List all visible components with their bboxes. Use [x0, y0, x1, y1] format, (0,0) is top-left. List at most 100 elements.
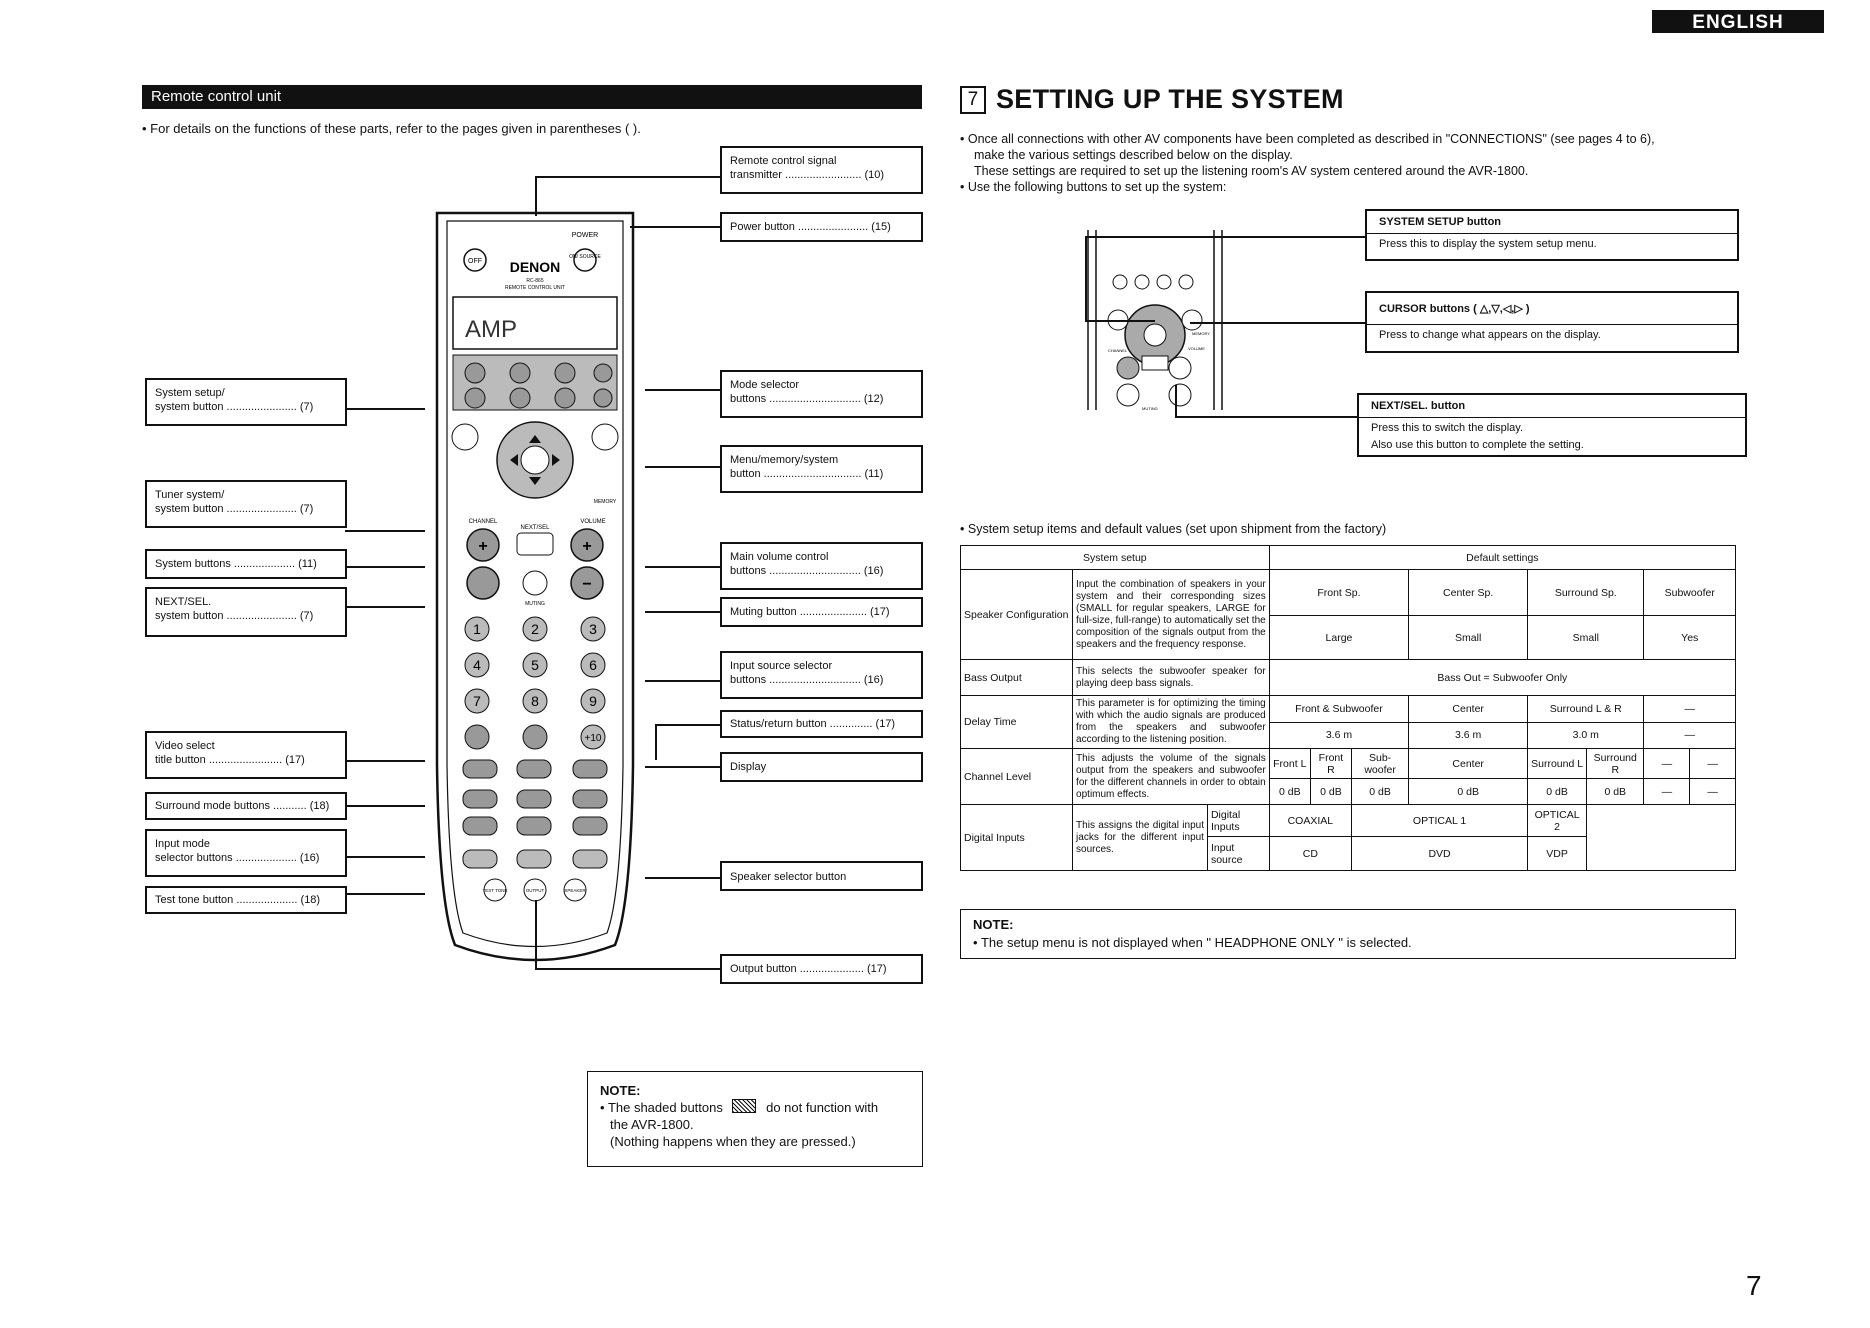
setup-note-line: • The setup menu is not displayed when "… — [973, 935, 1412, 950]
next-sel-button-title: NEXT/SEL. button — [1359, 395, 1745, 418]
mini-channel-label: CHANNEL — [1108, 348, 1128, 353]
ch-v-center: 0 dB — [1408, 778, 1529, 805]
label-mode-selector: Mode selector buttons ..................… — [720, 370, 923, 418]
label-surround-mode-page: (18) — [309, 800, 330, 812]
speaker-config-desc: Input the combination of speakers in you… — [1072, 569, 1270, 660]
label-tuner-system-page: (7) — [299, 503, 314, 515]
next-sel-button-box: NEXT/SEL. button Press this to switch th… — [1357, 393, 1747, 457]
remote-display — [452, 296, 618, 350]
ch-v-front-l: 0 dB — [1268, 778, 1311, 805]
remote-note-line3: (Nothing happens when they are pressed.) — [610, 1134, 856, 1149]
label-input-source-page: (16) — [863, 674, 884, 686]
key-2: 2 — [531, 621, 539, 637]
label-menu-memory-l2: button ................................ … — [730, 468, 884, 480]
label-system-setup-l2: system button ....................... (7… — [155, 401, 314, 413]
ch-v-dash2: — — [1689, 778, 1736, 805]
cursor-buttons-title: CURSOR buttons ( △,▽,◁,▷ ) — [1367, 293, 1737, 325]
label-status-return-page: (17) — [875, 718, 896, 730]
ch-h-center: Center — [1408, 748, 1529, 779]
label-tuner-system-l1: Tuner system/ — [155, 489, 225, 501]
remote-display-text: AMP — [465, 316, 517, 343]
label-main-volume-l2-text: buttons — [730, 565, 767, 577]
row-bass-output: Bass Output — [959, 659, 1074, 696]
system-setup-button-title: SYSTEM SETUP button — [1367, 211, 1737, 234]
key-9: 9 — [589, 693, 597, 709]
cursor-buttons-box: CURSOR buttons ( △,▽,◁,▷ ) Press to chan… — [1365, 291, 1739, 353]
digital-empty — [1586, 804, 1736, 871]
ch-v-surround-l: 0 dB — [1527, 778, 1588, 805]
label-input-source-l1: Input source selector — [730, 660, 833, 672]
label-menu-memory-page: (11) — [864, 468, 884, 480]
volume-plus: + — [582, 538, 591, 555]
remote-unit-label: REMOTE CONTROL UNIT — [505, 285, 565, 291]
label-system-setup-l1: System setup/ — [155, 387, 225, 399]
label-speaker-selector: Speaker selector button — [720, 861, 923, 891]
remote-section-header: Remote control unit — [142, 85, 922, 109]
row-digital-inputs: Digital Inputs — [959, 804, 1074, 871]
label-main-volume-page: (16) — [863, 565, 884, 577]
setup-title-text: SETTING UP THE SYSTEM — [996, 84, 1344, 114]
power-label: POWER — [572, 232, 598, 239]
label-surround-mode-text: Surround mode buttons — [155, 800, 270, 812]
speaker-h-center: Center Sp. — [1408, 569, 1529, 616]
label-menu-memory-l2-text: button — [730, 468, 761, 480]
setup-bullet1-l1: • Once all connections with other AV com… — [960, 132, 1655, 146]
speaker-v-surround: Small — [1527, 615, 1645, 660]
label-next-sel-l2-text: system button — [155, 610, 224, 622]
key-8: 8 — [531, 693, 539, 709]
remote-model: RC-865 — [526, 278, 543, 284]
remote-intro: • For details on the functions of these … — [142, 121, 641, 136]
digital-input-optical1: OPTICAL 1 — [1351, 804, 1529, 837]
label-tuner-system-l2: system button ....................... (7… — [155, 503, 314, 515]
key-6: 6 — [589, 657, 597, 673]
mini-muting-label: MUTING — [1142, 406, 1158, 411]
section-number: 7 — [960, 86, 986, 114]
label-mode-selector-l2-text: buttons — [730, 393, 767, 405]
next-sel-button-desc2: Also use this button to complete the set… — [1371, 439, 1584, 451]
label-output-button-text: Output button — [730, 963, 797, 975]
system-setup-button-box: SYSTEM SETUP button Press this to displa… — [1365, 209, 1739, 261]
row-channel-level: Channel Level — [959, 748, 1074, 805]
ch-h-dash2: — — [1689, 748, 1736, 779]
label-status-return-text: Status/return button — [730, 718, 827, 730]
label-power-button-page: (15) — [871, 221, 891, 233]
delay-v-front-sub: 3.6 m — [1268, 721, 1410, 749]
next-sel-button-desc1: Press this to switch the display. — [1371, 422, 1524, 434]
delay-h-center: Center — [1408, 695, 1529, 723]
off-button-label: OFF — [468, 258, 482, 265]
label-output-button-page: (17) — [866, 963, 887, 975]
setup-note-text: The setup menu is not displayed when " H… — [980, 935, 1412, 950]
muting-label: MUTING — [525, 601, 545, 607]
ch-v-dash1: — — [1643, 778, 1691, 805]
table-intro: • System setup items and default values … — [960, 522, 1387, 536]
digital-source-vdp: VDP — [1527, 836, 1588, 871]
label-next-sel-page: (7) — [299, 610, 314, 622]
label-display: Display — [720, 752, 923, 782]
channel-label: CHANNEL — [469, 519, 498, 525]
setup-note-title: NOTE: — [973, 917, 1014, 932]
label-mode-selector-l2: buttons .............................. (… — [730, 393, 884, 405]
number-keypad: 1 2 3 4 5 6 7 8 9 +10 — [464, 616, 606, 750]
ch-h-surround-r: Surround R — [1586, 748, 1645, 779]
label-video-select-page: (17) — [285, 754, 305, 766]
setup-bullet2: • Use the following buttons to set up th… — [960, 180, 1227, 194]
label-input-source-l2: buttons .............................. (… — [730, 674, 884, 686]
channel-plus: + — [478, 538, 487, 555]
label-system-buttons: System buttons .................... (11) — [145, 549, 347, 579]
digital-inputs-desc: This assigns the digital input jacks for… — [1072, 804, 1208, 871]
label-next-sel: NEXT/SEL. system button ................… — [145, 587, 347, 637]
key-4: 4 — [473, 657, 481, 673]
ch-h-front-l: Front L — [1268, 748, 1311, 779]
label-main-volume: Main volume control buttons ............… — [720, 542, 923, 590]
label-input-mode-l2: selector buttons .................... (1… — [155, 852, 320, 864]
label-signal-transmitter-l2: transmitter ......................... (1… — [730, 169, 885, 181]
label-main-volume-l2: buttons .............................. (… — [730, 565, 884, 577]
key-1: 1 — [473, 621, 481, 637]
mini-memory-label: MEMORY — [1192, 331, 1210, 336]
label-tuner-system-l2-text: system button — [155, 503, 224, 515]
ch-v-subwoofer: 0 dB — [1351, 778, 1410, 805]
key-plus10: +10 — [585, 733, 602, 744]
delay-v-surround: 3.0 m — [1527, 721, 1645, 749]
setup-intro: • Once all connections with other AV com… — [960, 131, 1750, 195]
remote-note-line1a: The shaded buttons — [607, 1100, 723, 1115]
